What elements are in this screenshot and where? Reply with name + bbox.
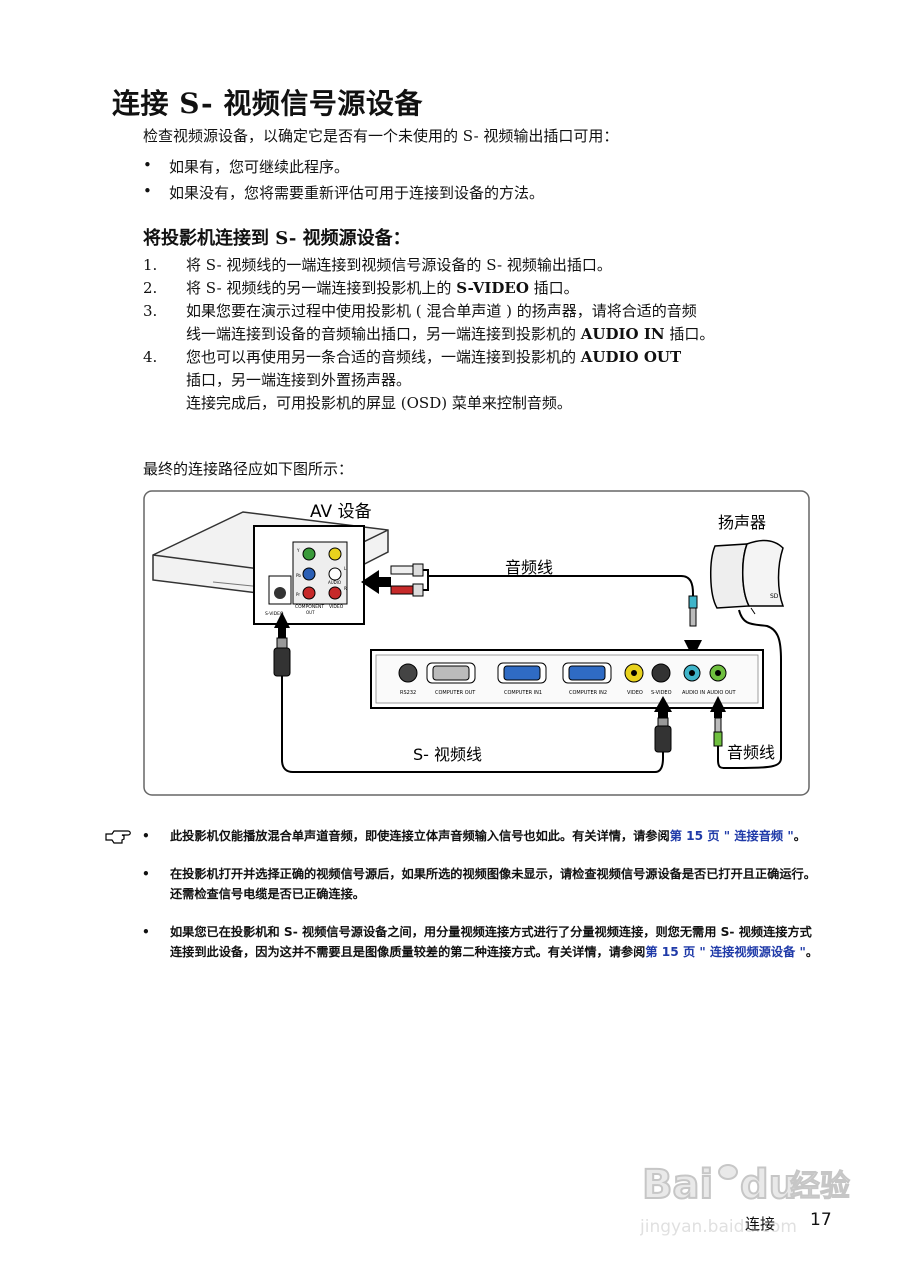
section-heading: 将投影机连接到 S- 视频源设备： <box>143 228 411 249</box>
label-speaker: 扬声器 <box>718 513 766 532</box>
port-audio-out: AUDIO OUT <box>707 690 737 696</box>
page-link[interactable]: 第 15 页 " 连接音频 " <box>669 829 794 843</box>
connection-diagram: S-VIDEO COMPONENT VIDEO AUDIO OUT Y Pb P… <box>143 490 810 796</box>
av-label-component: COMPONENT <box>295 604 324 610</box>
diagram-caption: 最终的连接路径应如下图所示： <box>143 460 354 478</box>
port-svideo: S-VIDEO <box>651 690 672 696</box>
steps-list: 1. 将 S- 视频线的一端连接到视频信号源设备的 S- 视频输出插口。 2. … <box>143 254 803 415</box>
av-jack-pb: Pb <box>296 573 301 578</box>
av-device: S-VIDEO COMPONENT VIDEO AUDIO OUT Y Pb P… <box>152 511 389 625</box>
svg-text:du: du <box>740 1162 797 1208</box>
speaker-icon: SD <box>709 539 785 615</box>
note-2: • 在投影机打开并选择正确的视频信号源后，如果所选的视频图像未显示，请检查视频信… <box>142 867 816 901</box>
note-3: • 如果您已在投影机和 S- 视频信号源设备之间，用分量视频连接方式进行了分量视… <box>142 925 819 959</box>
av-jack-y: Y <box>296 548 300 553</box>
footer-section-label: 连接 <box>745 1215 776 1233</box>
port-video: VIDEO <box>627 690 643 696</box>
port-computer-out: COMPUTER OUT <box>435 690 476 696</box>
page-link[interactable]: 第 15 页 " 连接视频源设备 " <box>645 945 806 959</box>
projector-panel: RS232 COMPUTER OUT COMPUTER IN1 COMPUTER… <box>370 649 764 709</box>
av-jack-pr: Pr <box>296 592 300 597</box>
svg-text:经验: 经验 <box>790 1169 850 1204</box>
intro-text: 检查视频源设备，以确定它是否有一个未使用的 S- 视频输出插口可用： <box>143 127 619 145</box>
notes-section: • 此投影机仅能播放混合单声道音频，即使连接立体声音频输入信号也如此。有关详情，… <box>105 826 820 980</box>
step-4: 4. 您也可以再使用另一条合适的音频线，一端连接到投影机的 AUDIO OUT … <box>143 348 682 412</box>
label-svideo-cable: S- 视频线 <box>413 745 482 764</box>
step-3: 3. 如果您要在演示过程中使用投影机 ( 混合单声道 ) 的扬声器，请将合适的音… <box>143 302 715 343</box>
port-rs232: RS232 <box>400 690 416 696</box>
note-1: • 此投影机仅能播放混合单声道音频，即使连接立体声音频输入信号也如此。有关详情，… <box>105 826 820 846</box>
port-computer-in2: COMPUTER IN2 <box>569 690 607 696</box>
label-audio-cable-top: 音频线 <box>505 558 553 577</box>
svg-text:SD: SD <box>770 593 779 600</box>
svg-text:Bai: Bai <box>642 1162 713 1208</box>
av-jack-l: L <box>344 566 347 571</box>
av-label-svideo: S-VIDEO <box>265 611 284 617</box>
av-label-audio: AUDIO <box>328 580 341 585</box>
av-label-video: VIDEO <box>329 604 344 610</box>
svg-text:jingyan.baidu.com: jingyan.baidu.com <box>640 1217 797 1237</box>
page-title: 连接 S- 视频信号源设备 <box>112 87 423 120</box>
av-jack-r: R <box>344 586 347 591</box>
step-1: 1. 将 S- 视频线的一端连接到视频信号源设备的 S- 视频输出插口。 <box>143 256 612 274</box>
av-label-out: OUT <box>306 610 315 615</box>
arrow-left <box>361 570 391 594</box>
baidu-watermark-logo: Bai du 经验 jingyan.baidu.com <box>640 1161 851 1237</box>
audio-cable-top <box>423 569 694 614</box>
page-number: 17 <box>810 1210 832 1230</box>
step-2: 2. 将 S- 视频线的另一端连接到投影机上的 S-VIDEO 插口。 <box>143 279 579 297</box>
port-audio-in: AUDIO IN <box>682 690 705 696</box>
pointing-hand-icon <box>105 830 131 844</box>
port-computer-in1: COMPUTER IN1 <box>504 690 542 696</box>
label-audio-cable-bottom: 音频线 <box>727 743 775 762</box>
label-av-device: AV 设备 <box>310 502 372 522</box>
speaker-cable <box>723 609 782 769</box>
svideo-cable <box>281 676 664 773</box>
